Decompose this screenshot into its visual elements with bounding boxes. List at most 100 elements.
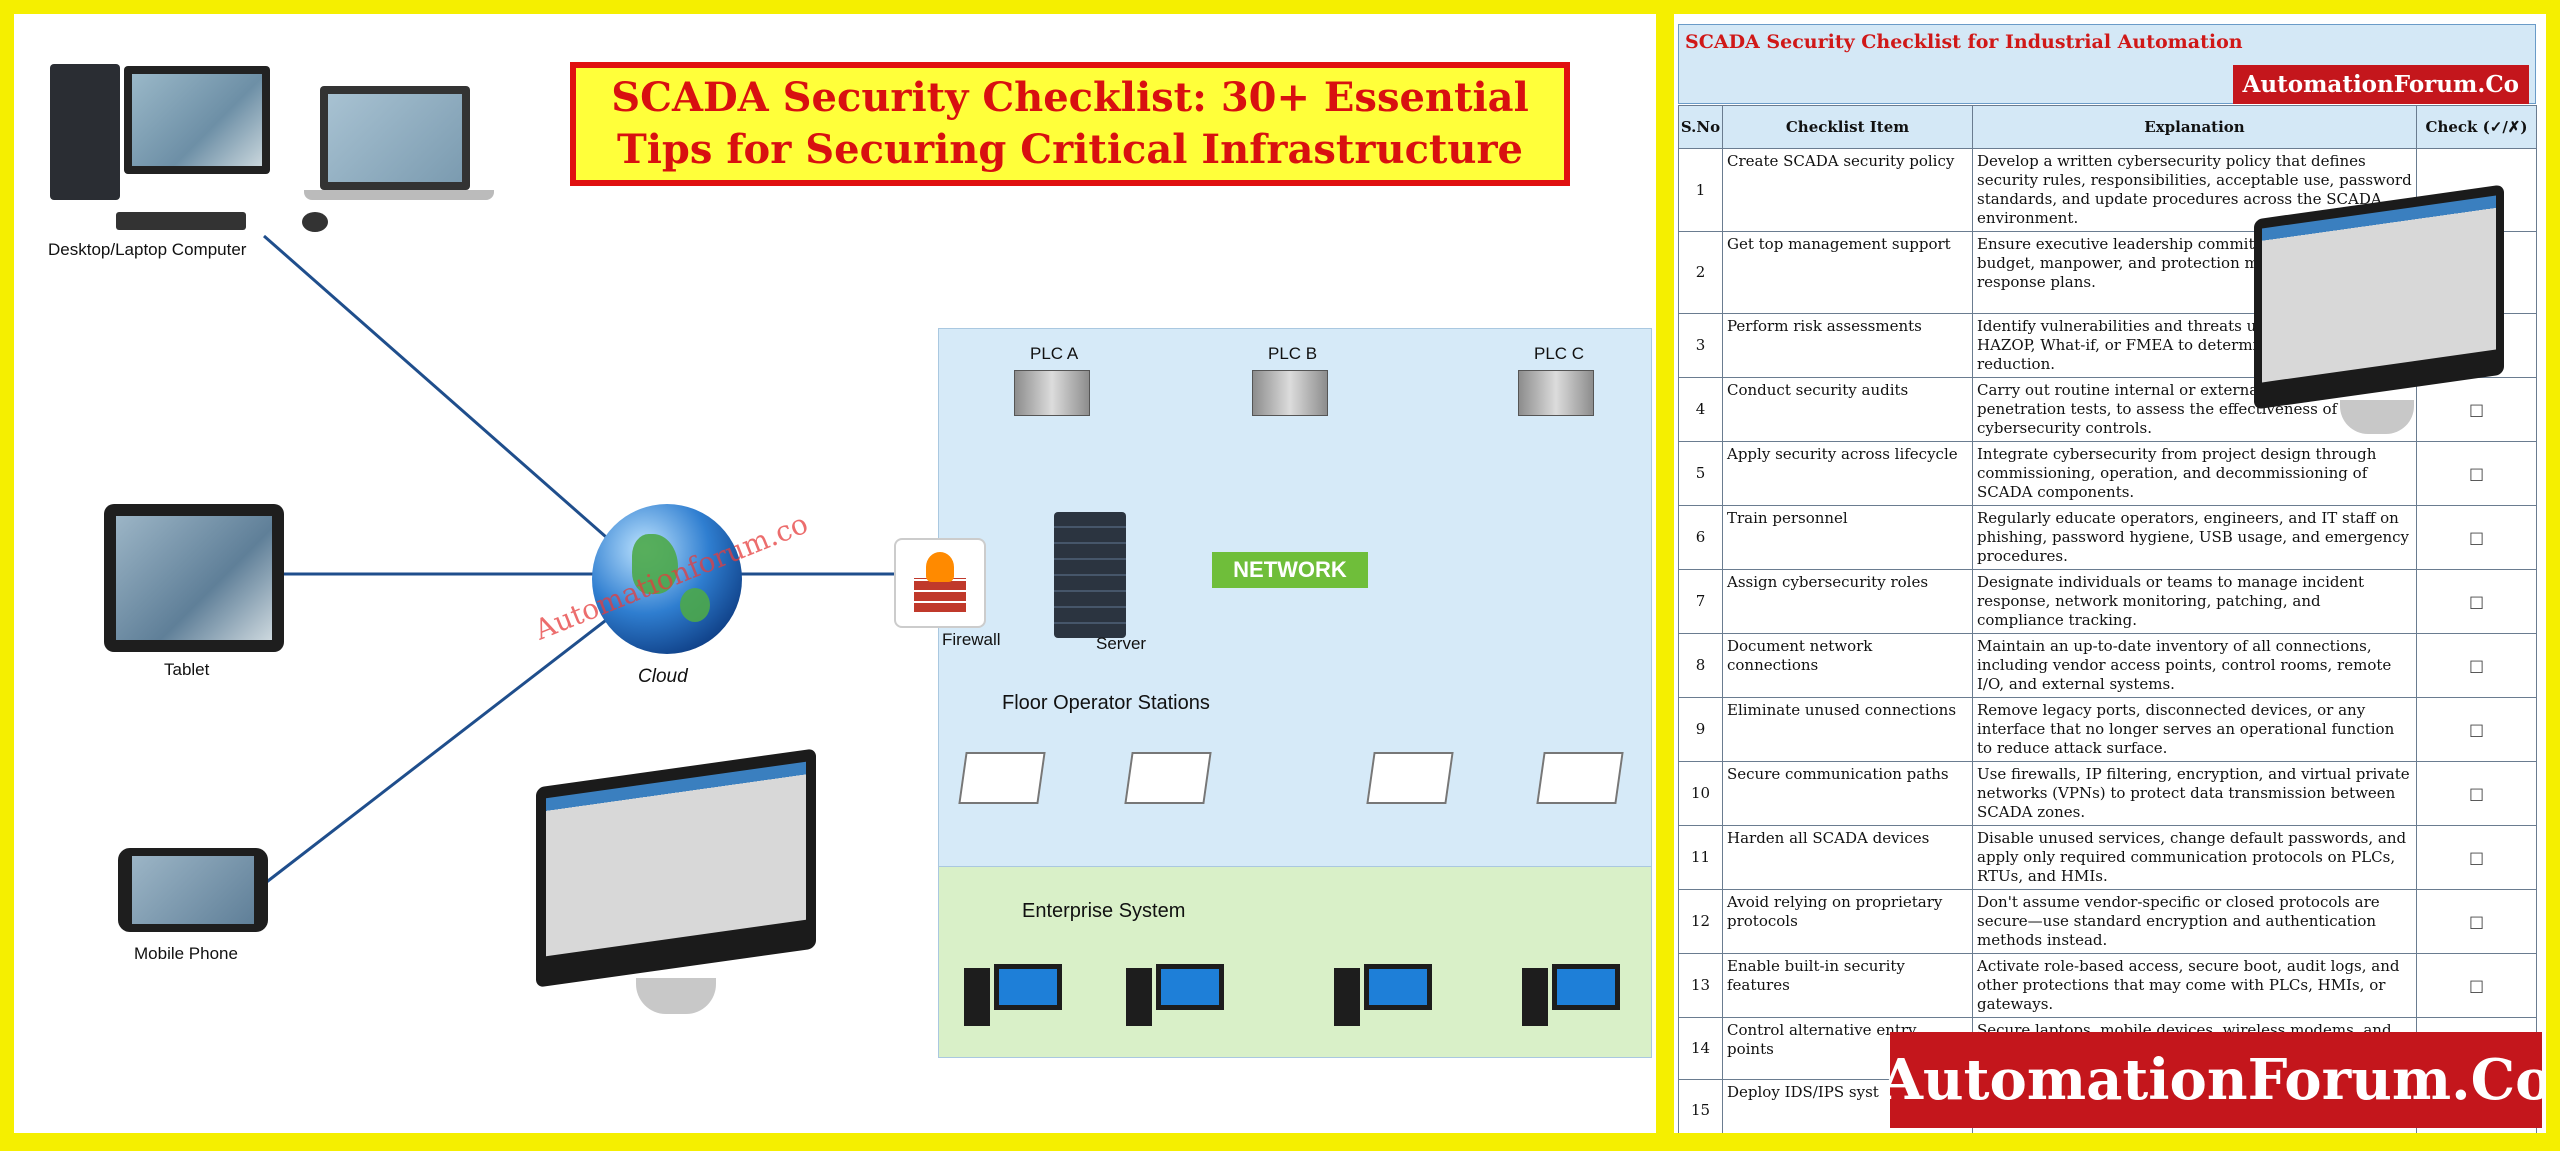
operator-station-4 [1536,752,1624,804]
row-number: 7 [1678,569,1723,634]
row-explanation: Maintain an up-to-date inventory of all … [1972,633,2417,698]
mouse-icon [302,212,328,232]
row-number: 3 [1678,313,1723,378]
row-number: 13 [1678,953,1723,1018]
desktop-label: Desktop/Laptop Computer [48,240,247,259]
title-line-1: SCADA Security Checklist: 30+ Essential [611,74,1529,121]
server-label: Server [1096,634,1147,653]
checklist-brand: AutomationForum.Co [2232,65,2529,104]
mobile-phone-icon [118,848,268,932]
plc-c-icon [1518,370,1594,416]
checklist-item: Secure communication paths [1722,761,1973,826]
operator-station-1 [958,752,1046,804]
cloud-label: Cloud [638,666,688,687]
checkbox[interactable]: □ [2416,569,2537,634]
checklist-item: Enable built-in security features [1722,953,1973,1018]
checklist-item: Get top management support [1722,231,1973,314]
checklist-title: SCADA Security Checklist for Industrial … [1685,31,2243,53]
scada-monitor-icon [526,728,826,1028]
checkbox[interactable]: □ [2416,633,2537,698]
row-explanation: Integrate cybersecurity from project des… [1972,441,2417,506]
checklist-item: Avoid relying on proprietary protocols [1722,889,1973,954]
row-explanation: Disable unused services, change default … [1972,825,2417,890]
operator-station-3 [1366,752,1454,804]
row-explanation: Use firewalls, IP filtering, encryption,… [1972,761,2417,826]
row-number: 4 [1678,377,1723,442]
checklist-item: Document network connections [1722,633,1973,698]
row-number: 11 [1678,825,1723,890]
row-number: 1 [1678,148,1723,232]
checklist-item: Eliminate unused connections [1722,697,1973,762]
plc-b-icon [1252,370,1328,416]
plc-a-icon [1014,370,1090,416]
row-number: 8 [1678,633,1723,698]
desktop-monitor-icon [124,66,270,174]
row-explanation: Designate individuals or teams to manage… [1972,569,2417,634]
row-explanation: Don't assume vendor-specific or closed p… [1972,889,2417,954]
row-number: 2 [1678,231,1723,314]
firewall-label: Firewall [942,630,1001,649]
scada-monitor-overlay-icon [2244,174,2514,464]
plc-c-label: PLC C [1534,344,1585,363]
laptop-base [304,190,494,200]
checkbox[interactable]: □ [2416,505,2537,570]
enterprise-pc-1 [964,964,1064,1032]
plc-b-label: PLC B [1268,344,1318,363]
enterprise-pc-3 [1334,964,1434,1032]
network-badge: NETWORK [1212,552,1368,588]
checklist-item: Conduct security audits [1722,377,1973,442]
checklist-panel: SCADA Security Checklist for Industrial … [1674,14,2546,1133]
checklist-item: Apply security across lifecycle [1722,441,1973,506]
row-number: 15 [1678,1079,1723,1133]
column-header-explanation: Explanation [1972,105,2417,149]
column-header-item: Checklist Item [1722,105,1973,149]
desktop-computer-icon [50,64,120,200]
table-header-row: S.No Checklist Item Explanation Check (✓… [1678,105,2537,149]
enterprise-pc-2 [1126,964,1226,1032]
keyboard-icon [116,212,246,230]
row-number: 6 [1678,505,1723,570]
footer-brand: AutomationForum.Co [1879,1032,2546,1128]
tablet-icon [104,504,284,652]
row-number: 9 [1678,697,1723,762]
checkbox[interactable]: □ [2416,825,2537,890]
checklist-header: SCADA Security Checklist for Industrial … [1678,24,2536,104]
row-explanation: Regularly educate operators, engineers, … [1972,505,2417,570]
checkbox[interactable]: □ [2416,441,2537,506]
checklist-item: Harden all SCADA devices [1722,825,1973,890]
globe-icon [592,504,742,654]
checklist-item: Assign cybersecurity roles [1722,569,1973,634]
column-header-check: Check (✓/✗) [2416,105,2537,149]
checkbox[interactable]: □ [2416,697,2537,762]
title-line-2: Tips for Securing Critical Infrastructur… [616,126,1524,173]
laptop-icon [320,86,470,190]
row-number: 14 [1678,1017,1723,1080]
row-explanation: Activate role-based access, secure boot,… [1972,953,2417,1018]
enterprise-label: Enterprise System [1022,900,1186,922]
row-explanation: Develop a written cybersecurity policy t… [1972,148,2417,232]
tablet-label: Tablet [164,660,210,679]
checkbox[interactable]: □ [2416,953,2537,1018]
checklist-item: Create SCADA security policy [1722,148,1973,232]
firewall-icon [894,538,986,628]
row-number: 12 [1678,889,1723,954]
checkbox[interactable]: □ [2416,761,2537,826]
checkbox[interactable]: □ [2416,889,2537,954]
row-explanation: Remove legacy ports, disconnected device… [1972,697,2417,762]
enterprise-zone [938,866,1652,1058]
enterprise-pc-4 [1522,964,1622,1032]
plc-a-label: PLC A [1030,344,1079,363]
column-header-sno: S.No [1678,105,1723,149]
checkbox[interactable]: □ [2416,377,2537,442]
